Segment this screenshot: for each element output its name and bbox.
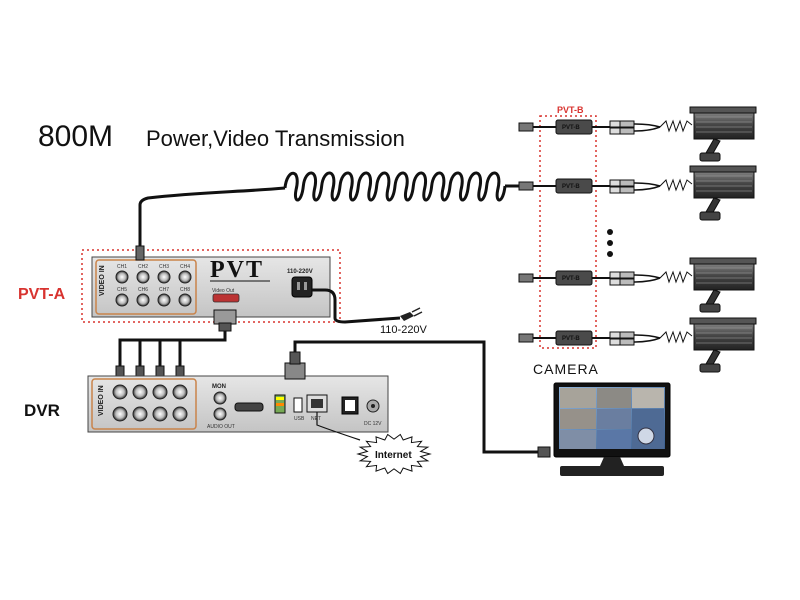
camera-sunshield (689, 317, 757, 325)
camera-sunshield (689, 165, 757, 173)
dvr-usb-port (293, 397, 303, 413)
pvt-a-input-panel (95, 259, 197, 315)
pvt-a-power-label: 110-220V (287, 269, 313, 275)
pvt-a-brand: PVT (210, 257, 264, 283)
pvt-a-bnc-top (115, 270, 129, 284)
pvt-a-power-socket (291, 276, 313, 298)
pvt-b-label: PVT-B (557, 105, 584, 115)
internet-label: Internet (375, 450, 412, 461)
pvt-a-bnc-bottom (115, 293, 129, 307)
coiled-cable (138, 171, 522, 250)
dvr-bnc-bottom (172, 406, 188, 422)
title: 800M Power,Video Transmission (38, 120, 405, 153)
pvt-a-channel-label: CH8 (180, 287, 190, 293)
dvr-bnc-top (172, 384, 188, 400)
dvr-bnc-ports (112, 384, 188, 422)
dvr-input-panel (91, 378, 197, 430)
pvt-b-tag: PVT-B (562, 184, 580, 190)
camera-sunshield (689, 106, 757, 114)
network-cable (316, 412, 361, 441)
dvr-bnc-bottom (152, 406, 168, 422)
pvt-a-bnc-top (136, 270, 150, 284)
pvt-a-bnc-bottom (136, 293, 150, 307)
camera-housing (693, 110, 755, 140)
title-sub: Power,Video Transmission (146, 126, 405, 151)
dvr-label: DVR (24, 401, 60, 420)
camera-mount-base (699, 363, 721, 373)
bnc-plug (518, 122, 534, 132)
pvt-a-channel-label: CH1 (117, 264, 127, 270)
pvt-a-to-dvr-cables (115, 309, 237, 377)
pvt-a-bnc-top (178, 270, 192, 284)
dvr-bnc-top (152, 384, 168, 400)
camera-rows: PVT-B PVT-B PVT-B PVT-B (518, 106, 757, 373)
dvr-bnc-bottom (112, 406, 128, 422)
pvt-b-tag: PVT-B (562, 336, 580, 342)
pvt-a-label: PVT-A (18, 286, 66, 303)
dvr-net-label: NET (311, 416, 321, 422)
pvt-a-channel-label: CH6 (138, 287, 148, 293)
camera-housing (693, 321, 755, 351)
pvt-b-dashed-border (539, 115, 597, 349)
camera-row: PVT-B (518, 257, 757, 313)
camera-row: PVT-B (518, 165, 757, 221)
internet-cloud: Internet (356, 433, 432, 475)
pvt-a-channel-label: CH3 (159, 264, 169, 270)
bnc-plug (518, 333, 534, 343)
camera-icon (689, 165, 757, 221)
pvt-a-video-in-label: VIDEO IN (99, 265, 106, 296)
dvr-bnc-bottom (132, 406, 148, 422)
dvr-mon-label: MON (212, 384, 226, 390)
pvt-a-channel-label: CH5 (117, 287, 127, 293)
dvr-dc-label: DC 12V (364, 421, 382, 427)
bnc-plug (518, 273, 534, 283)
camera-mount-base (699, 303, 721, 313)
dvr-mon-port-2 (213, 407, 227, 421)
vga-cable (284, 340, 551, 458)
pvt-a-top-connector (135, 245, 145, 261)
camera-sunshield (689, 257, 757, 265)
pvt-b-group: PVT-B CAMERA (533, 105, 613, 377)
camera-icon (689, 257, 757, 313)
dvr-serial-port (234, 402, 264, 412)
power-cord-label: 110-220V (380, 324, 428, 336)
dvr-audio-out-label: AUDIO OUT (207, 424, 235, 430)
pvt-a-video-out-label: Video Out (212, 288, 235, 294)
dvr-mon-port-1 (213, 391, 227, 405)
dvr-unit: VIDEO IN MON AUDIO OUT USB NET DC 12V DV… (24, 375, 389, 433)
monitor-stand (560, 466, 664, 476)
pvt-a-channel-label: CH2 (138, 264, 148, 270)
pvt-a-bnc-bottom (178, 293, 192, 307)
pvt-a-channel-label: CH4 (180, 264, 190, 270)
dvr-bnc-top (112, 384, 128, 400)
camera-icon (689, 106, 757, 162)
dvr-video-in-label: VIDEO IN (98, 385, 105, 416)
camera-label: CAMERA (533, 361, 599, 377)
camera-icon (689, 317, 757, 373)
pvt-a-bnc-top (157, 270, 171, 284)
monitor (553, 382, 671, 476)
title-main: 800M (38, 120, 113, 153)
pvt-b-tag: PVT-B (562, 125, 580, 131)
pvt-a-chassis (91, 256, 331, 318)
camera-row: PVT-B (518, 317, 757, 373)
pvt-a-channel-label: CH7 (159, 287, 169, 293)
camera-housing (693, 169, 755, 199)
dvr-bnc-top (132, 384, 148, 400)
pvt-a-video-out-port (212, 293, 240, 303)
power-cord: 110-220V (312, 288, 428, 336)
camera-mount-base (699, 152, 721, 162)
bnc-plug (518, 181, 534, 191)
pvt-b-tag: PVT-B (562, 276, 580, 282)
pvt-a-bnc-bottom (157, 293, 171, 307)
dvr-usb-label: USB (294, 416, 305, 422)
camera-housing (693, 261, 755, 291)
camera-mount-base (699, 211, 721, 221)
camera-row: PVT-B (518, 106, 757, 162)
